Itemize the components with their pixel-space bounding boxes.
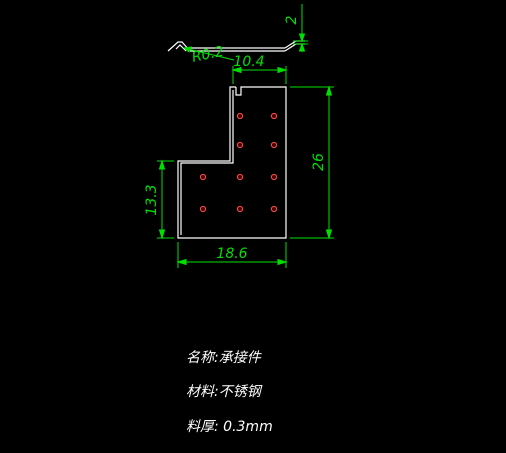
note-material: 材料:不锈钢 xyxy=(186,384,263,400)
hole xyxy=(236,112,244,120)
holes xyxy=(199,112,278,213)
hole xyxy=(199,205,207,213)
hole xyxy=(270,173,278,181)
dim-bottom-width: 18.6 xyxy=(216,246,247,262)
hole xyxy=(236,205,244,213)
hole xyxy=(236,141,244,149)
dim-bend-radius: R0.2 xyxy=(191,44,226,66)
part-outline xyxy=(177,86,287,239)
dimension-lines xyxy=(157,4,334,268)
dim-height: 26 xyxy=(311,153,327,171)
hole xyxy=(270,141,278,149)
hole xyxy=(270,112,278,120)
hole xyxy=(270,205,278,213)
dim-flange-thickness: 2 xyxy=(284,15,300,24)
hole xyxy=(199,173,207,181)
note-part-name: 名称:承接件 xyxy=(186,350,262,366)
dim-step-height: 13.3 xyxy=(144,184,160,215)
dim-top-width: 10.4 xyxy=(233,54,264,70)
note-thickness: 料厚: 0.3mm xyxy=(186,419,273,435)
hole xyxy=(236,173,244,181)
